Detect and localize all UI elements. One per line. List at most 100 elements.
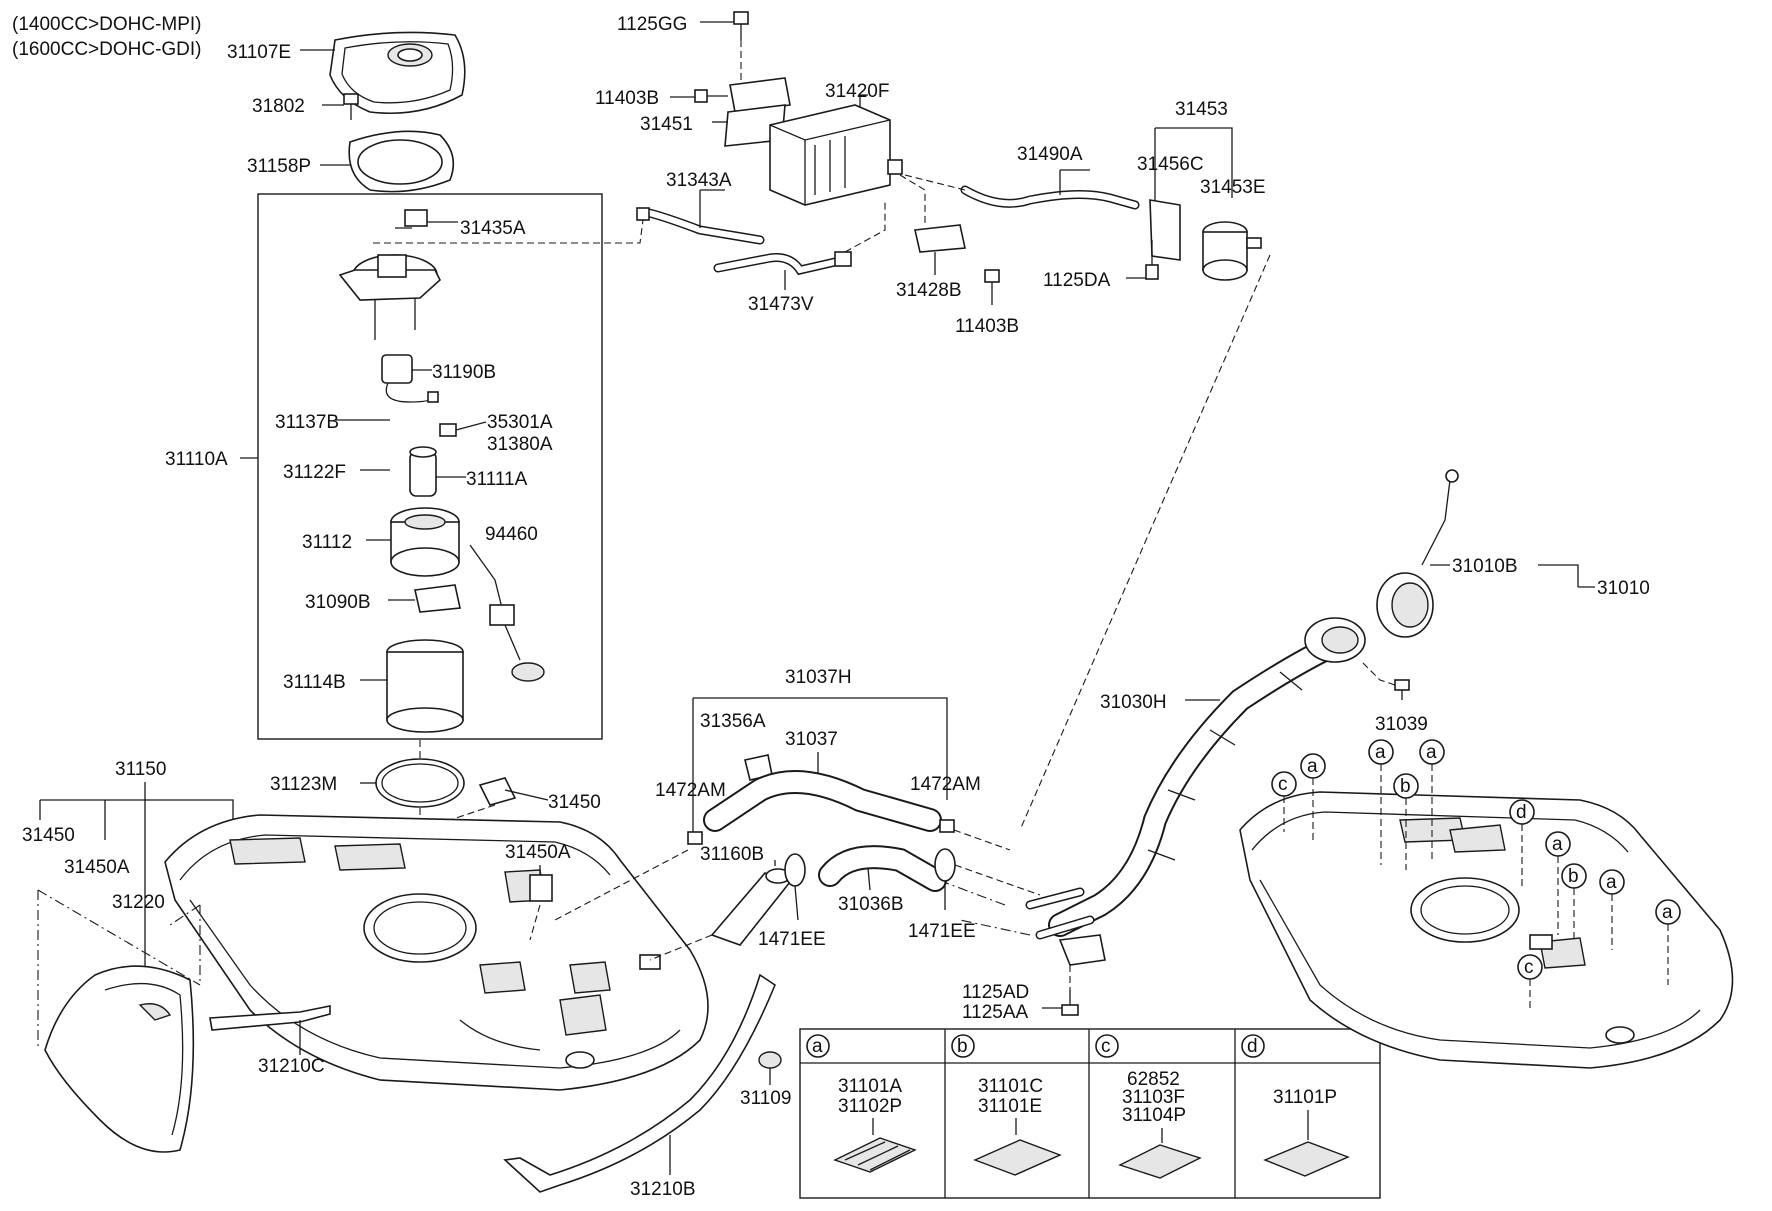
- callout-b-2: b: [1561, 863, 1587, 940]
- pump-module-frame: [257, 193, 603, 740]
- legend-header-a: a: [806, 1034, 830, 1058]
- bolt-1125GG: [733, 11, 749, 40]
- label-31010B: 31010B: [1452, 556, 1518, 577]
- label-31122F: 31122F: [283, 462, 346, 483]
- label-31456C: 31456C: [1137, 154, 1204, 175]
- bracket-31090B: [414, 584, 461, 613]
- bolt-1125DA: [1145, 240, 1159, 280]
- gasket-31123M: [375, 758, 465, 808]
- svg-text:c: c: [1524, 957, 1534, 978]
- legend-d-part-1: 31101P: [1273, 1087, 1337, 1108]
- svg-text:a: a: [1606, 872, 1617, 893]
- legend-c-part-1: 62852: [1127, 1069, 1180, 1090]
- svg-text:a: a: [812, 1036, 823, 1057]
- band-31210B: [503, 973, 776, 1193]
- label-31473V: 31473V: [748, 294, 814, 315]
- label-31150: 31150: [115, 759, 166, 780]
- label-11403B-top: 11403B: [595, 88, 659, 109]
- label-1125GG: 1125GG: [617, 14, 687, 35]
- label-31450-left: 31450: [22, 825, 75, 846]
- label-31343A: 31343A: [666, 170, 732, 191]
- protector-31160B: [710, 868, 792, 946]
- label-31010: 31010: [1597, 578, 1650, 599]
- callout-a-5: a: [1599, 869, 1625, 950]
- bolt-11403B-top: [694, 89, 728, 103]
- cup-31114B: [386, 639, 464, 733]
- legend-header-b: b: [951, 1034, 975, 1058]
- label-31030H: 31030H: [1100, 692, 1167, 713]
- svg-text:b: b: [1400, 776, 1411, 797]
- cover-31107E: [329, 31, 466, 115]
- label-31490A: 31490A: [1017, 144, 1083, 165]
- label-31356A: 31356A: [700, 711, 766, 732]
- fuel-tank-right: [1239, 791, 1734, 1069]
- svg-text:a: a: [1552, 834, 1563, 855]
- clamp-1471EE-left: [784, 853, 806, 887]
- label-31380A: 31380A: [487, 434, 553, 455]
- label-31210C: 31210C: [258, 1056, 325, 1077]
- fuel-tank-left: [164, 814, 709, 1091]
- legend-header-d: d: [1241, 1034, 1265, 1058]
- label-1472AM-right: 1472AM: [910, 774, 981, 795]
- svg-text:d: d: [1516, 802, 1527, 823]
- pad-d-icon: [1263, 1141, 1350, 1177]
- label-31453: 31453: [1175, 99, 1228, 120]
- reservoir-31112: [390, 507, 460, 577]
- bracket-31428B: [914, 224, 966, 253]
- pump-flange: [338, 254, 441, 340]
- label-31802: 31802: [252, 96, 305, 117]
- svg-text:a: a: [1662, 902, 1673, 923]
- callout-a-3: a: [1419, 739, 1445, 860]
- callout-c-1: c: [1271, 771, 1297, 832]
- label-1471EE-right: 1471EE: [908, 921, 976, 942]
- connector-31435A: [395, 209, 428, 229]
- legend-header-c: c: [1095, 1034, 1119, 1058]
- label-31090B: 31090B: [305, 592, 371, 613]
- plate-31158P: [348, 130, 455, 193]
- label-31112: 31112: [302, 532, 352, 553]
- callout-a-4: a: [1545, 831, 1571, 935]
- svg-text:c: c: [1278, 774, 1288, 795]
- label-31137B: 31137B: [275, 412, 339, 433]
- label-31109: 31109: [740, 1088, 791, 1109]
- legend-b-part-1: 31101C: [978, 1076, 1043, 1097]
- callout-d-1: d: [1509, 799, 1535, 890]
- label-31111A: 31111A: [466, 469, 528, 490]
- callout-a-6: a: [1655, 899, 1681, 985]
- svg-text:d: d: [1247, 1036, 1258, 1057]
- label-31435A: 31435A: [460, 218, 526, 239]
- legend-c-part-3: 31104P: [1122, 1105, 1186, 1126]
- label-31123M: 31123M: [270, 774, 337, 795]
- callout-a-1: a: [1300, 753, 1326, 840]
- label-31037H: 31037H: [785, 667, 852, 688]
- clip-31450: [478, 777, 549, 806]
- pad-c-icon: [1118, 1144, 1202, 1179]
- plug-31109: [758, 1051, 782, 1069]
- svg-text:b: b: [957, 1036, 968, 1057]
- clip-1472AM-left: [687, 831, 703, 845]
- clip-31450A: [529, 865, 553, 902]
- label-1125AD: 1125AD: [962, 982, 1029, 1003]
- label-31107E: 31107E: [227, 42, 291, 63]
- label-31190B: 31190B: [432, 362, 496, 383]
- label-1472AM-left: 1472AM: [655, 780, 726, 801]
- label-31450A-mid: 31450A: [505, 842, 571, 863]
- label-31158P: 31158P: [247, 156, 311, 177]
- svg-text:a: a: [1426, 742, 1437, 763]
- callout-a-2: a: [1368, 739, 1394, 865]
- label-31210B: 31210B: [630, 1179, 696, 1200]
- label-31420F: 31420F: [825, 81, 889, 102]
- bolt-1125AD: [1061, 965, 1079, 1016]
- canister-31420F: [769, 104, 903, 206]
- label-31039: 31039: [1375, 714, 1428, 735]
- clamp-1471EE-right: [934, 848, 956, 882]
- fuel-cap-31010: [1376, 469, 1459, 638]
- legend-c-part-2: 31103F: [1122, 1087, 1185, 1108]
- legend-a-part-1: 31101A: [838, 1076, 902, 1097]
- pad-a-icon: [833, 1137, 917, 1173]
- clip-1472AM-right: [939, 819, 955, 833]
- engine-note-1600: (1600CC>DOHC-GDI): [12, 39, 202, 60]
- label-31036B: 31036B: [838, 894, 904, 915]
- label-1125DA: 1125DA: [1043, 270, 1111, 291]
